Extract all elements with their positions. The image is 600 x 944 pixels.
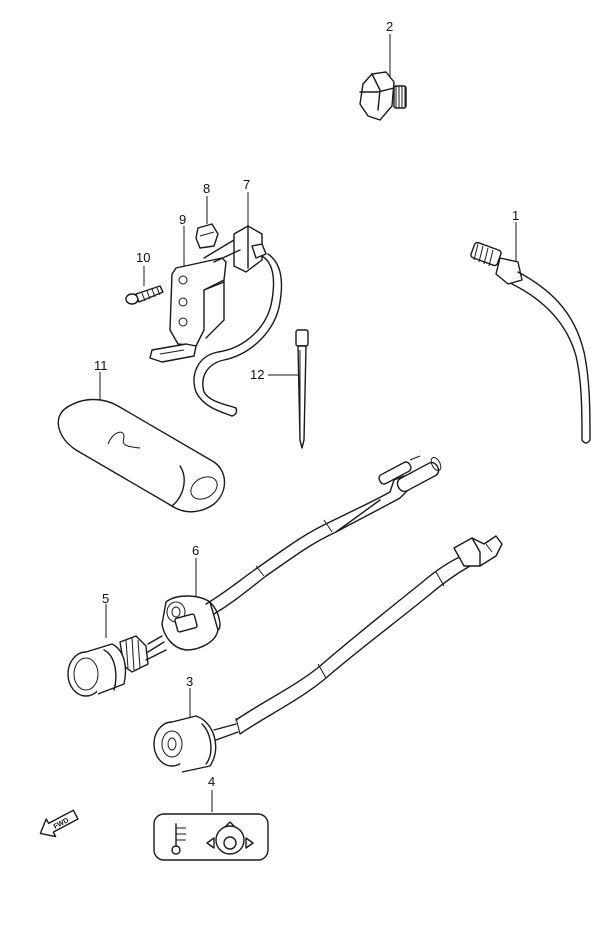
callout-8: 8 <box>203 181 210 196</box>
part-12-cable-tie: 12 <box>250 329 309 449</box>
part-1-temperature-sensor: 1 <box>470 208 591 444</box>
part-2-pressure-switch: 2 <box>359 19 407 121</box>
callout-2: 2 <box>386 19 393 34</box>
part-9-bracket: 9 <box>149 212 227 363</box>
callout-10: 10 <box>136 250 150 265</box>
harness-5-leads <box>205 455 442 615</box>
part-11-protector-tube: 11 <box>57 358 226 513</box>
part-3-switch: 3 <box>153 674 239 773</box>
callout-9: 9 <box>179 212 186 227</box>
callout-6: 6 <box>192 543 199 558</box>
callout-4: 4 <box>208 774 215 789</box>
part-8-cap: 8 <box>195 181 219 249</box>
fwd-direction-arrow: FWD <box>39 809 79 838</box>
callout-7: 7 <box>243 177 250 192</box>
callout-11: 11 <box>94 358 108 373</box>
callout-12: 12 <box>250 367 264 382</box>
callout-5: 5 <box>102 591 109 606</box>
callout-3: 3 <box>186 674 193 689</box>
part-10-bolt: 10 <box>125 250 164 305</box>
part-7-sensor: 7 <box>193 177 283 417</box>
thermometer-icon <box>171 823 186 855</box>
part-5-switch: 5 <box>67 591 198 697</box>
part-4-label-plate: 4 <box>153 774 269 861</box>
harness-3-leads <box>235 535 503 735</box>
oil-pressure-icon <box>206 821 254 855</box>
part-6-grommet: 6 <box>161 543 221 651</box>
callout-1: 1 <box>512 208 519 223</box>
